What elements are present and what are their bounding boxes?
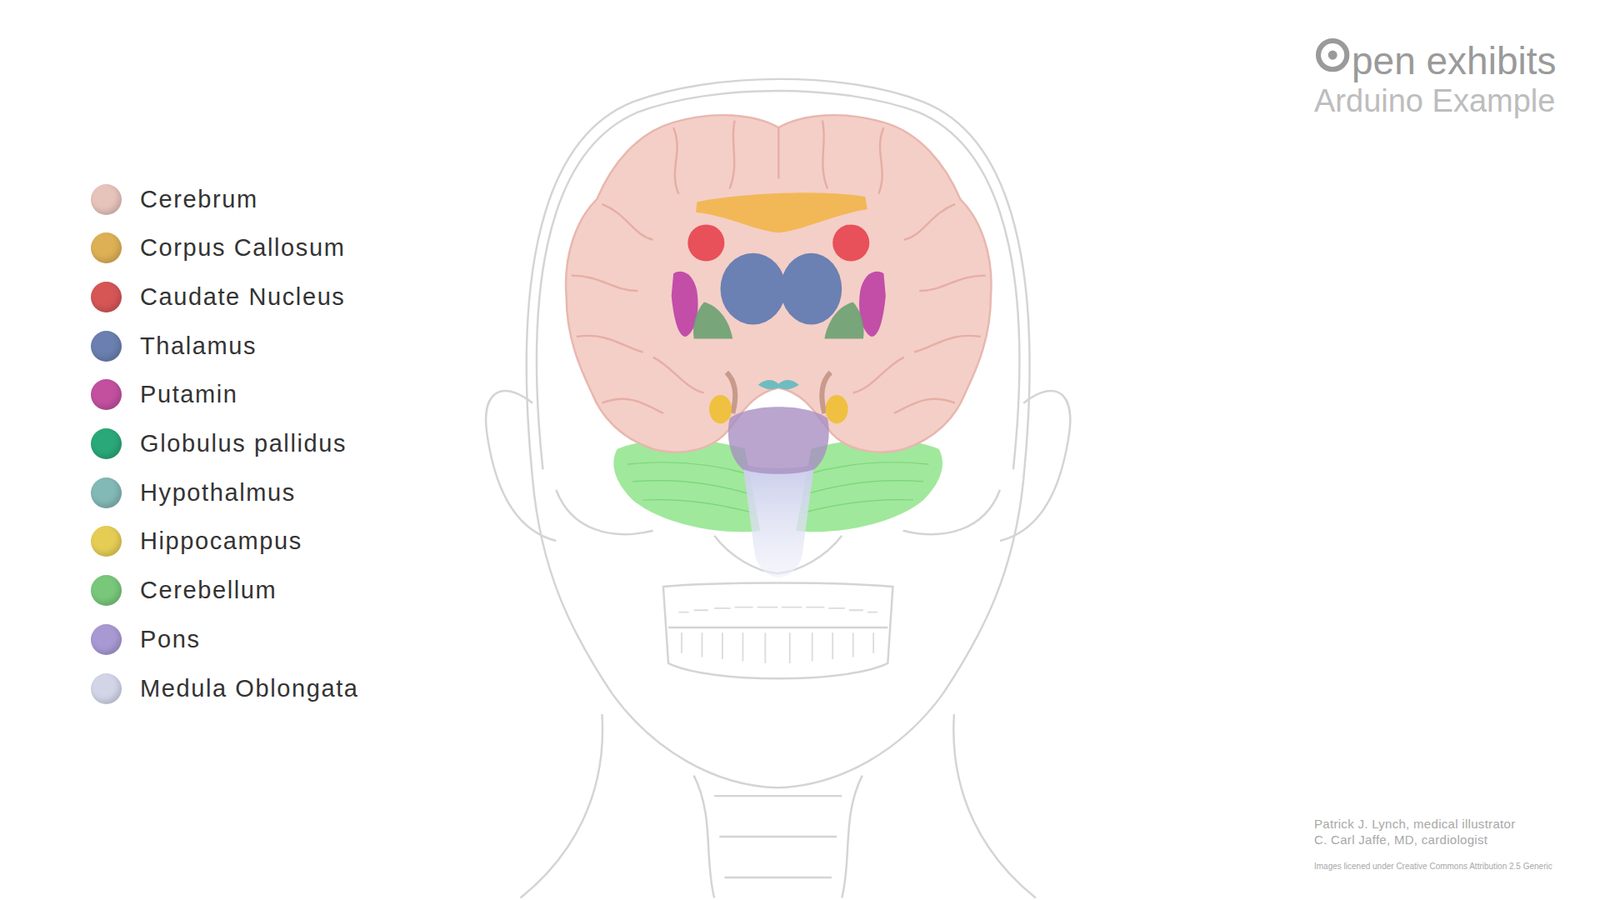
legend-row: Cerebrum bbox=[90, 182, 259, 216]
legend-row: Globulus pallidus bbox=[90, 427, 347, 461]
legend-text: Pons bbox=[140, 625, 201, 654]
hippocampus bbox=[709, 395, 732, 424]
legend-row: Putamin bbox=[90, 378, 239, 412]
legend-swatch bbox=[90, 575, 122, 606]
legend-text: Corpus Callosum bbox=[140, 234, 345, 262]
legend-text: Medula Oblongata bbox=[140, 675, 360, 703]
cerebrum bbox=[565, 115, 991, 452]
license-note: Images licened under Creative Commons At… bbox=[1314, 861, 1553, 871]
legend-row: Hippocampus bbox=[90, 525, 303, 559]
legend-text: Caudate Nucleus bbox=[140, 283, 345, 311]
legend-swatch bbox=[90, 379, 122, 410]
legend-text: Hypothalmus bbox=[140, 479, 296, 507]
legend-row: Caudate Nucleus bbox=[90, 280, 345, 314]
legend-text: Cerebellum bbox=[140, 576, 277, 605]
legend-swatch bbox=[90, 477, 122, 509]
medulla-oblongata bbox=[742, 464, 815, 578]
legend-swatch bbox=[90, 428, 122, 460]
legend-text: Putamin bbox=[140, 380, 239, 409]
legend-text: Thalamus bbox=[140, 332, 257, 360]
legend-row: Pons bbox=[90, 622, 201, 656]
thalamus bbox=[780, 253, 842, 325]
credit: Patrick J. Lynch, medical illustrator bbox=[1314, 816, 1515, 831]
cerebrum-gyri bbox=[571, 120, 986, 413]
logo-text: pen exhibits bbox=[1351, 38, 1557, 84]
pons bbox=[728, 406, 830, 475]
legend-row: Corpus Callosum bbox=[90, 231, 345, 265]
legend-text: Hippocampus bbox=[140, 527, 303, 555]
legend-swatch bbox=[90, 624, 122, 655]
legend-text: Globulus pallidus bbox=[140, 430, 347, 458]
legend-row: Cerebellum bbox=[90, 574, 277, 608]
globus-pallidus bbox=[824, 301, 864, 339]
legend-swatch bbox=[90, 281, 122, 313]
legend-swatch bbox=[90, 184, 122, 215]
legend-row: Thalamus bbox=[90, 329, 257, 363]
credit: C. Carl Jaffe, MD, cardiologist bbox=[1314, 832, 1488, 847]
globus-pallidus bbox=[693, 301, 733, 339]
teeth bbox=[678, 607, 878, 664]
caudate-nucleus bbox=[832, 224, 870, 261]
legend-text: Cerebrum bbox=[140, 185, 259, 214]
legend-swatch bbox=[90, 330, 122, 362]
legend-swatch bbox=[90, 525, 122, 557]
legend-swatch bbox=[90, 673, 122, 705]
legend-swatch bbox=[90, 232, 122, 264]
logo-mark bbox=[1318, 40, 1347, 70]
caudate-nucleus bbox=[687, 224, 725, 261]
corpus-callosum bbox=[695, 192, 868, 233]
subtitle: Arduino Example bbox=[1314, 83, 1555, 120]
thalamus bbox=[720, 253, 785, 325]
legend-row: Hypothalmus bbox=[90, 475, 296, 510]
hypothalamus bbox=[758, 380, 800, 390]
legend-row: Medula Oblongata bbox=[90, 671, 360, 705]
hippocampus bbox=[825, 395, 849, 424]
head-outline bbox=[485, 79, 1070, 899]
